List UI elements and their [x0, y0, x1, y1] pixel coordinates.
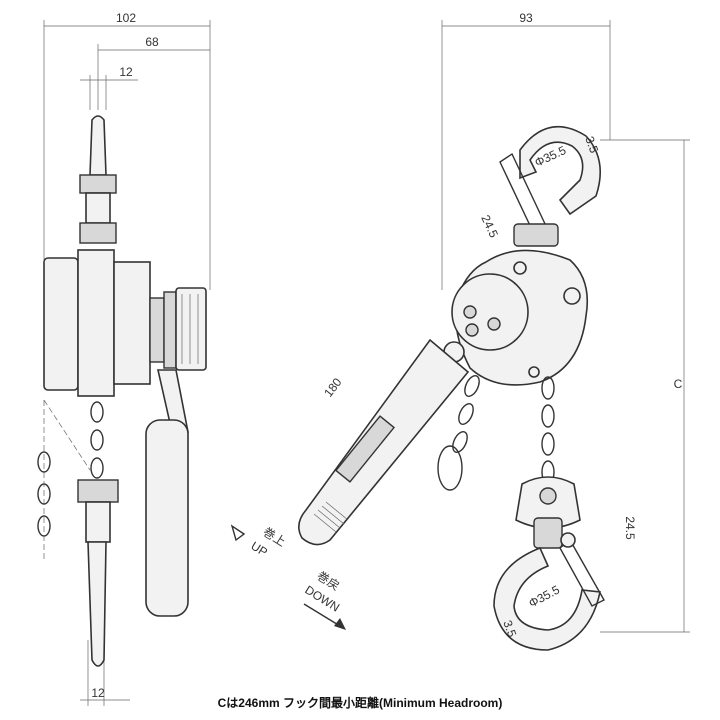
- front-view: [298, 20, 690, 651]
- dim-bottom-12: 12: [91, 686, 105, 700]
- caption: Cは246mm フック間最小距離(Minimum Headroom): [217, 696, 503, 710]
- dim-93: 93: [519, 11, 533, 25]
- dim-102: 102: [116, 11, 136, 25]
- dim-68: 68: [145, 35, 159, 49]
- direction-down: 巻戻 DOWN: [302, 569, 346, 630]
- dim-180: 180: [321, 375, 345, 400]
- dim-c: C: [674, 377, 683, 391]
- direction-up: 巻上 UP: [230, 524, 288, 560]
- dim-hook-bot-3-5: 3.5: [500, 618, 519, 639]
- dim-top-12: 12: [119, 65, 133, 79]
- dim-hook-bot-24-5: 24.5: [623, 516, 637, 540]
- up-en-label: UP: [248, 539, 270, 560]
- side-view: [37, 20, 211, 706]
- dim-hook-top-24-5: 24.5: [478, 213, 501, 240]
- dim-hook-top-3-5: 3.5: [582, 134, 601, 155]
- dim-hook-bot-dia: Φ35.5: [526, 582, 562, 610]
